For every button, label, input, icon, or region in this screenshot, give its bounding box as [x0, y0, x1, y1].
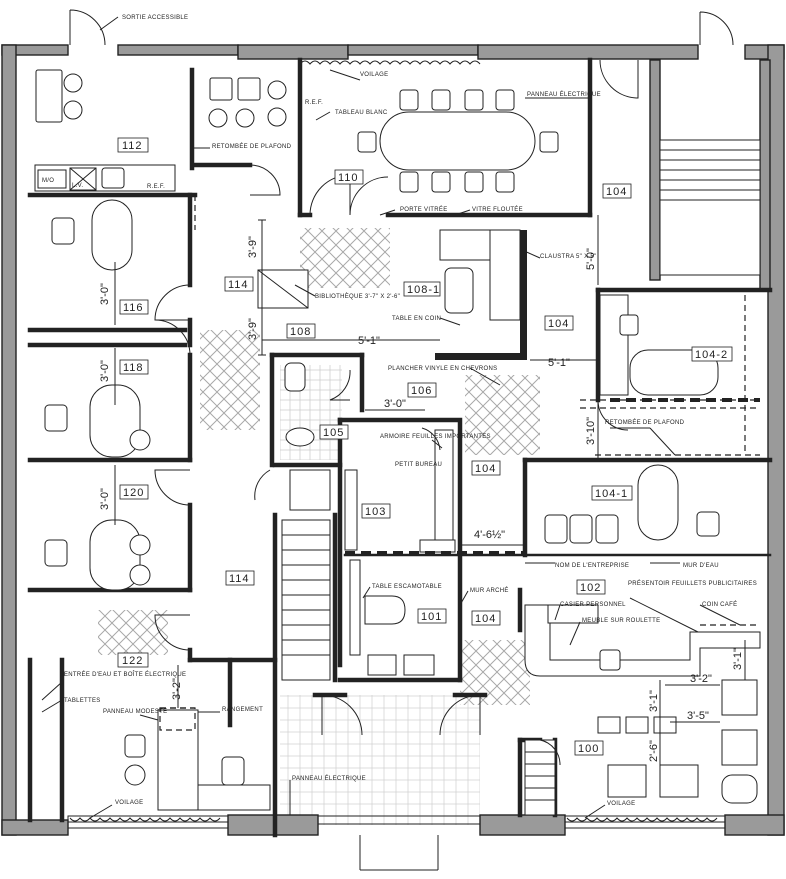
bathroom-105 [284, 362, 331, 511]
room-label: 114 [228, 279, 249, 291]
room-label: 114 [229, 573, 250, 585]
dimension-label: 3'-0" [384, 398, 406, 410]
room-label: 104 [475, 613, 496, 625]
room-label: 108-1 [407, 284, 440, 296]
dimension-label: 3'-2" [171, 678, 183, 700]
note-ref: R.E.F. [147, 184, 165, 190]
dimensions: 3'-9" 3'-9" 3'-0" 3'-0" 3'-0" 5'-0" 5'-1… [99, 236, 744, 762]
note-armoire: ARMOIRE FEUILLES IMPORTANTES [380, 434, 491, 440]
note-petit-bureau: PETIT BUREAU [395, 462, 442, 468]
room-label-boxes [117, 137, 733, 756]
note-retombee: RETOMBÉE DE PLAFOND [605, 419, 685, 426]
dimension-label: 3'-9" [247, 318, 259, 340]
office-104-2 [599, 294, 719, 396]
chevron-floor-areas [98, 228, 540, 825]
kitchen-112 [34, 69, 287, 192]
note-panneau-elec: PANNEAU ÉLECTRIQUE [527, 91, 601, 98]
stairs-right [659, 139, 761, 276]
note-vitre-floutee: VITRE FLOUTÉE [472, 206, 523, 213]
office-101 [349, 559, 435, 676]
room-label: 105 [323, 427, 344, 439]
note-plancher: PLANCHER VINYLE EN CHEVRONS [388, 366, 497, 372]
room-label: 104-2 [695, 349, 728, 361]
stairs-small [524, 739, 556, 816]
note-table-escamotable: TABLE ESCAMOTABLE [372, 584, 442, 590]
note-presentoir: PRÉSENTOIR FEUILLETS PUBLICITAIRES [628, 580, 757, 587]
note-nom-entreprise: NOM DE L'ENTREPRISE [555, 563, 629, 569]
room-label: 104-1 [595, 488, 628, 500]
office-103 [344, 429, 456, 553]
dimension-label: 5'-1" [548, 357, 570, 369]
room-label: 106 [411, 385, 432, 397]
room-label: 103 [365, 506, 386, 518]
lounge-108-1 [435, 229, 527, 360]
conference-table [357, 89, 559, 193]
leader-lines [41, 16, 741, 819]
dimension-label: 3'-0" [99, 360, 111, 382]
curtains [69, 60, 718, 822]
dimension-label: 3'-10" [585, 417, 597, 445]
note-coin-cafe: COIN CAFÉ [702, 601, 737, 608]
note-tableau-blanc: TABLEAU BLANC [335, 110, 388, 116]
dimension-label: 3'-5" [687, 710, 709, 722]
room-label: 104 [548, 318, 569, 330]
room-label: 102 [580, 582, 601, 594]
dimension-label: 3'-9" [247, 236, 259, 258]
room-label: 110 [338, 172, 359, 184]
dimension-label: 3'-0" [99, 283, 111, 305]
note-table-coin: TABLE EN COIN [392, 316, 441, 322]
room-label: 104 [606, 186, 627, 198]
dimension-label: 3'-0" [99, 488, 111, 510]
room-label: 100 [578, 743, 599, 755]
dimension-lines [114, 215, 746, 770]
annotations: SORTIE ACCESSIBLE VOILAGE PANNEAU ÉLECTR… [42, 15, 757, 807]
room-label: 118 [123, 362, 144, 374]
note-voilage: VOILAGE [115, 800, 143, 806]
dimension-label: 3'-2" [690, 673, 712, 685]
room-labels: 112 110 104 116 114 108 108-1 104 104-2 … [122, 140, 728, 755]
note-panneau-modeste: PANNEAU MODESTE [103, 709, 167, 715]
note-claustra: CLAUSTRA 5" X 5" [540, 254, 596, 260]
dimension-label: 3'-1" [732, 648, 744, 670]
offices-desks [44, 199, 271, 811]
note-mo: M/O [42, 178, 54, 184]
room-label: 108 [290, 326, 311, 338]
dimension-label: 5'-1" [358, 335, 380, 347]
room-label: 120 [123, 487, 144, 499]
note-lv: L.V. [72, 183, 83, 189]
stairs-center [281, 519, 331, 681]
dimension-label: 2'-6" [648, 740, 660, 762]
note-entree-eau: ENTRÉE D'EAU ET BOÎTE ÉLECTRIQUE [64, 671, 186, 678]
note-sortie: SORTIE ACCESSIBLE [122, 15, 188, 21]
dimension-label: 4'-6½" [474, 529, 505, 541]
note-ref: R.E.F. [305, 100, 323, 106]
room-label: 122 [122, 655, 143, 667]
waiting-100 [597, 679, 758, 804]
note-mur-arche: MUR ARCHÉ [470, 587, 509, 594]
note-panneau-elec: PANNEAU ÉLECTRIQUE [292, 775, 366, 782]
dimension-label: 5'-0" [585, 248, 597, 270]
note-mur-eau: MUR D'EAU [683, 563, 719, 569]
office-104-1 [544, 464, 720, 544]
room-label: 116 [123, 302, 144, 314]
note-retombee: RETOMBÉE DE PLAFOND [212, 143, 292, 150]
note-tablettes: TABLETTES [64, 698, 101, 704]
note-porte-vitree: PORTE VITRÉE [400, 206, 448, 213]
dimension-label: 3'-1" [648, 690, 660, 712]
bookshelf-114 [257, 269, 309, 309]
exterior-walls [1, 44, 785, 836]
room-label: 112 [122, 140, 143, 152]
note-bibliotheque: BIBLIOTHÈQUE 3'-7" X 2'-6" [315, 293, 400, 300]
note-casier: CASIER PERSONNEL [560, 602, 626, 608]
room-label: 101 [421, 611, 442, 623]
note-voilage: VOILAGE [607, 801, 635, 807]
room-label: 104 [475, 463, 496, 475]
note-meuble: MEUBLE SUR ROULETTE [582, 618, 660, 624]
reception-102 [524, 604, 761, 677]
ceiling-dropdowns [159, 195, 760, 731]
note-rangement: RANGEMENT [222, 707, 263, 713]
note-voilage-top: VOILAGE [360, 72, 388, 78]
